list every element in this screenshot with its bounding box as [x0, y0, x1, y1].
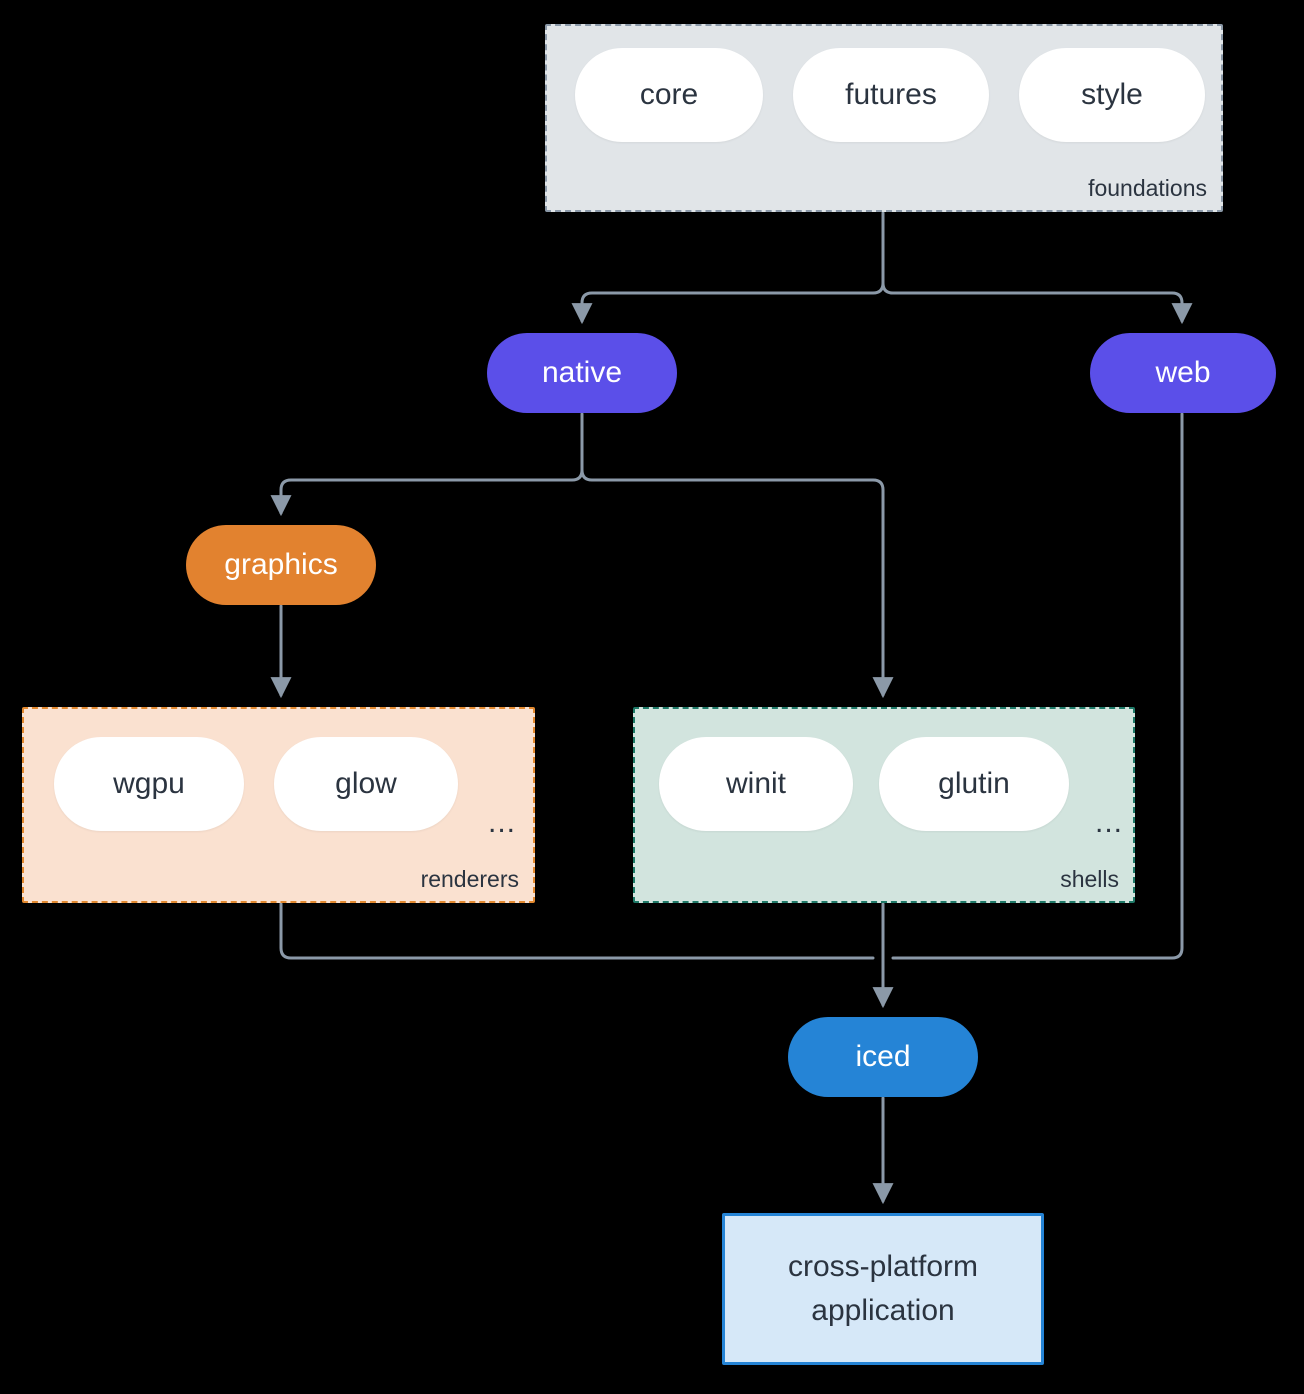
node-glow[interactable]: glow [274, 737, 458, 831]
edge-foundations-web [881, 281, 1193, 325]
node-iced[interactable]: iced [788, 1017, 978, 1097]
node-core[interactable]: core [575, 48, 763, 142]
node-web[interactable]: web [1090, 333, 1276, 413]
renderers-overflow-ellipsis: ... [488, 806, 517, 839]
cluster-renderers-body: wgpu glow ... [24, 709, 533, 901]
node-style[interactable]: style [1019, 48, 1205, 142]
cluster-shells-label: shells [1060, 866, 1119, 892]
node-glutin[interactable]: glutin [879, 737, 1069, 831]
edge-foundations-native [571, 211, 885, 325]
node-futures[interactable]: futures [793, 48, 989, 142]
edge-native-graphics [270, 412, 584, 517]
application-line-2: application [811, 1294, 955, 1327]
cluster-foundations-body: core futures style [547, 26, 1221, 210]
node-winit[interactable]: winit [659, 737, 853, 831]
node-graphics[interactable]: graphics [186, 525, 376, 605]
application-line-1: cross-platform [787, 1249, 979, 1283]
edge-native-shells [580, 468, 894, 699]
node-wgpu[interactable]: wgpu [54, 737, 244, 831]
shells-overflow-ellipsis: ... [1095, 806, 1124, 839]
node-native[interactable]: native [487, 333, 677, 413]
cluster-foundations-label: foundations [1088, 175, 1207, 201]
cluster-renderers-label: renderers [420, 866, 519, 892]
edge-renderers-iced [279, 902, 875, 960]
cluster-foundations: core futures style foundations [545, 24, 1223, 212]
cluster-renderers: wgpu glow ... renderers [22, 707, 535, 903]
cluster-shells-body: winit glutin ... [635, 709, 1133, 901]
node-cross-platform-application[interactable]: cross-platform application [722, 1213, 1044, 1365]
cluster-shells: winit glutin ... shells [633, 707, 1135, 903]
